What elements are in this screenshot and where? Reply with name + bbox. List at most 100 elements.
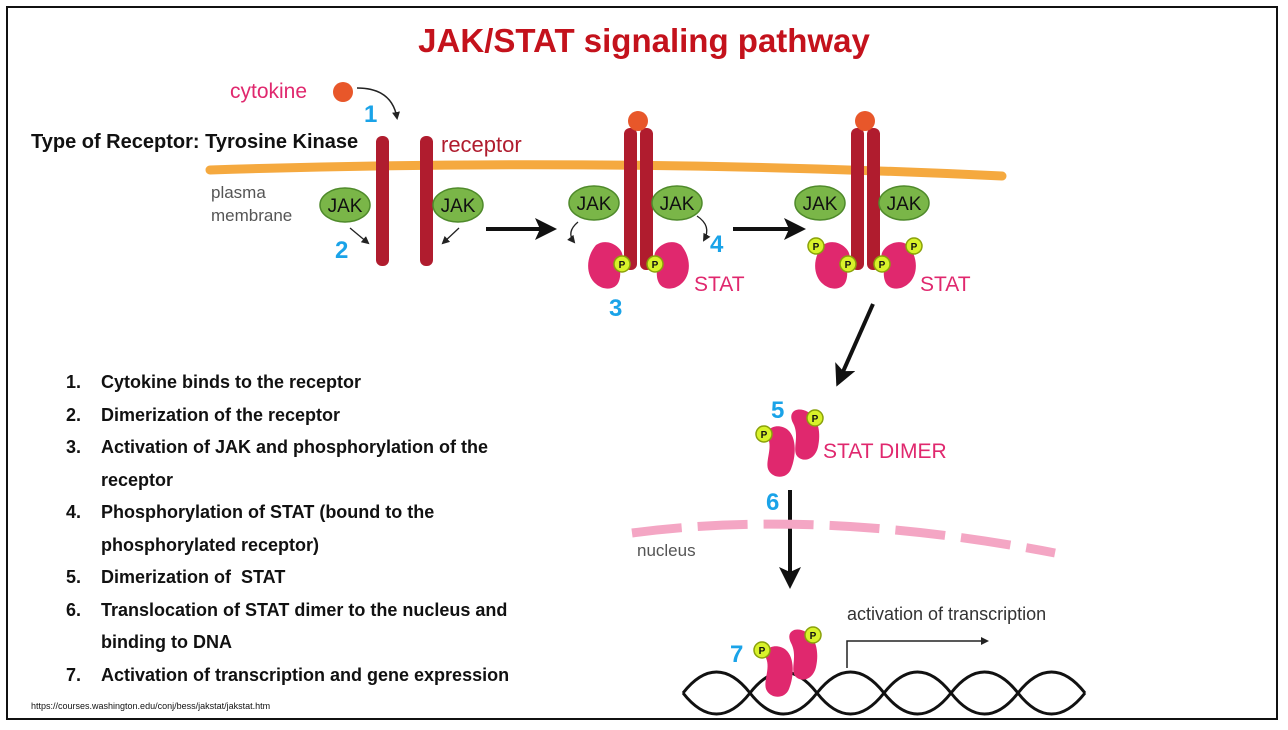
step-marker-4: 4	[710, 231, 724, 258]
phospho-7a	[753, 641, 771, 659]
step-item-7: 7. Activation of transcription and gene e…	[66, 659, 536, 692]
stat-dimer-dna-front	[765, 646, 793, 697]
jak-label-right-2: JAK	[660, 194, 695, 215]
step-number: 1.	[66, 372, 82, 392]
activation-label: activation of transcription	[847, 604, 1046, 624]
step-number: 3.	[66, 437, 82, 457]
step-number: 2.	[66, 404, 82, 425]
steps-list: 1. Cytokine binds to the receptor 2. Dimer…	[66, 366, 536, 691]
jak-label-right-1: JAK	[441, 196, 476, 217]
step-number: 4.	[66, 502, 82, 522]
phospho-arrow-left-2	[567, 221, 579, 244]
step-marker-5: 5	[771, 397, 784, 424]
phospho-label-2b: P	[652, 260, 659, 271]
receptor-type-label: Type of Receptor: Tyrosine Kinase	[31, 131, 359, 153]
step-text: Activation of transcription and gene exp…	[101, 664, 510, 685]
phospho-3a	[807, 237, 825, 255]
jak-label-left-2: JAK	[577, 194, 612, 215]
jak-label-right-3: JAK	[887, 194, 922, 215]
membrane-label: membrane	[211, 206, 292, 225]
receptor-dimer-right-3	[867, 128, 880, 270]
step-item-1: 1. Cytokine binds to the receptor	[66, 366, 536, 399]
step-marker-3: 3	[609, 295, 622, 322]
receptor-dimer-right-2	[640, 128, 653, 270]
slide-frame	[6, 6, 1278, 720]
phospho-label-7b: P	[810, 631, 817, 642]
phospho-5b	[806, 409, 824, 427]
plasma-label: plasma	[211, 183, 266, 202]
phospho-arrow-right-2	[696, 215, 711, 242]
phospho-label-7a: P	[759, 646, 766, 657]
step-text: Activation of JAK and phosphorylation of…	[101, 437, 488, 490]
stat-left-3	[815, 242, 850, 289]
jak-label-left-3: JAK	[803, 194, 838, 215]
phospho-2b	[646, 255, 664, 273]
step-text: Dimerization of the receptor	[101, 404, 341, 425]
step-item-3: 3. Activation of JAK and phosphorylation …	[66, 431, 536, 496]
phospho-label-3a: P	[813, 242, 820, 253]
jak-left-3	[794, 185, 846, 221]
cytokine-ligand	[333, 82, 353, 102]
receptor-dimer-left-3	[851, 128, 864, 270]
jak-right-2	[651, 185, 703, 221]
phospho-3b	[839, 255, 857, 273]
transcription-arrow	[846, 637, 989, 668]
step-item-2: 2. Dimerization of the receptor	[66, 399, 536, 432]
step-item-6: 6. Translocation of STAT dimer to the nuc…	[66, 594, 536, 659]
phospho-3c	[873, 255, 891, 273]
step-number: 5.	[66, 567, 82, 587]
stat-left-2	[588, 242, 623, 289]
phospho-3d	[905, 237, 923, 255]
cytokine-bound-2	[628, 111, 648, 131]
step-text: Dimerization of STAT	[101, 567, 286, 587]
jak-arrow-left	[349, 227, 370, 245]
phospho-2a	[613, 255, 631, 273]
stat-right-2	[654, 242, 689, 289]
step-item-4: 4. Phosphorylation of STAT (bound to the …	[66, 496, 536, 561]
stat-dimer-label: STAT DIMER	[823, 440, 947, 463]
dna-strand-b	[681, 670, 1087, 716]
stat-right-3	[881, 242, 916, 289]
jak-right-3	[878, 185, 930, 221]
step-marker-1: 1	[364, 101, 377, 128]
step-number: 6.	[66, 599, 82, 620]
plasma-membrane	[205, 160, 1007, 181]
receptor-dimer-left-2	[624, 128, 637, 270]
phospho-label-5a: P	[761, 430, 768, 441]
stat-label-3: STAT	[920, 273, 971, 296]
receptor-chain-left	[376, 136, 389, 266]
step-marker-7: 7	[730, 641, 743, 668]
jak-arrow-right	[441, 227, 460, 245]
step-marker-2: 2	[335, 237, 348, 264]
phospho-label-3d: P	[911, 242, 918, 253]
phospho-label-3c: P	[879, 260, 886, 271]
cytokine-bound-3	[855, 111, 875, 131]
receptor-chain-right	[420, 136, 433, 266]
phospho-label-2a: P	[619, 260, 626, 271]
slide-title: JAK/STAT signaling pathway	[418, 22, 870, 59]
jak-left-2	[568, 185, 620, 221]
step-item-5: 5. Dimerization of STAT	[66, 561, 536, 594]
receptor-label: receptor	[441, 132, 522, 157]
jak-right-1	[432, 187, 484, 223]
phospho-5a	[755, 425, 773, 443]
jak-label-left-1: JAK	[328, 196, 363, 217]
phospho-label-5b: P	[812, 414, 819, 425]
cytokine-arrow	[356, 87, 400, 120]
nuclear-envelope	[631, 519, 1056, 558]
step-text: Translocation of STAT dimer to the nucle…	[101, 599, 508, 653]
phospho-label-3b: P	[845, 260, 852, 271]
jak-left-1	[319, 187, 371, 223]
nucleus-label: nucleus	[637, 541, 696, 560]
stat-label-2: STAT	[694, 273, 745, 296]
step-text: Phosphorylation of STAT (bound to the ph…	[101, 502, 435, 555]
phospho-7b	[804, 626, 822, 644]
stat-dimer-front	[767, 426, 795, 477]
step-marker-6: 6	[766, 489, 779, 516]
source-link[interactable]: https://courses.washington.edu/conj/bess…	[31, 701, 271, 711]
cytokine-label: cytokine	[230, 80, 307, 103]
step-text: Cytokine binds to the receptor	[101, 372, 362, 392]
step-number: 7.	[66, 664, 82, 685]
stage-arrow-down-diagonal	[835, 303, 875, 387]
